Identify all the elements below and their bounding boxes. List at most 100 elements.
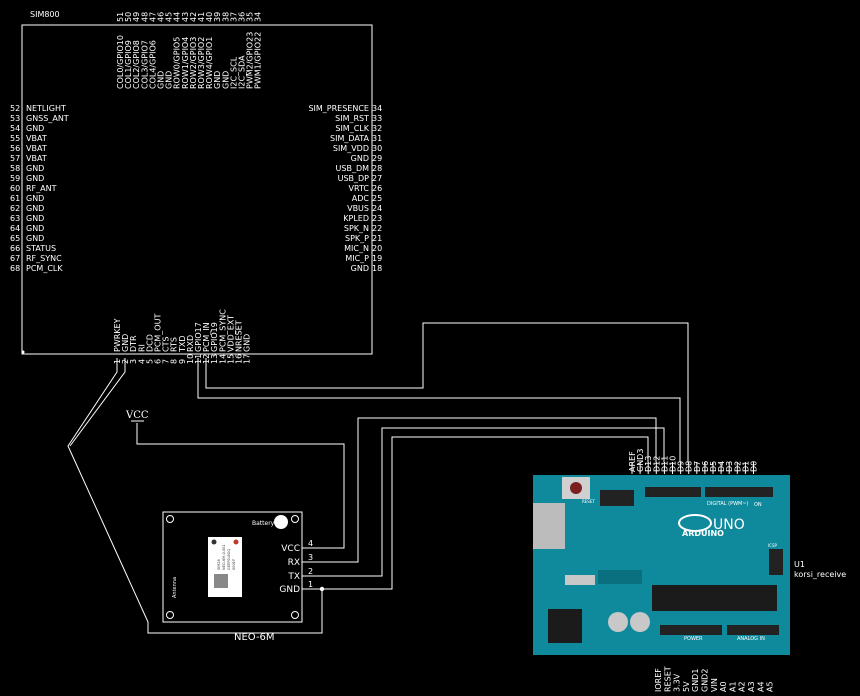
wire-gnd-b [69,358,126,447]
crystal [565,575,595,585]
sim800-bottom-pin-label: PWRKEY [113,318,122,352]
sim800-left-pin-label: GND [26,164,44,173]
sim800-left-pin-label: VBAT [26,154,47,163]
icsp-header-right [769,549,783,575]
sim800-bottom-pin-num: 15 [226,354,235,364]
sim800-bottom-pin-num: 4 [137,359,146,364]
sim800-top-pin-label: GND [221,71,230,89]
regulator-area [598,570,642,584]
sim800-bottom-pin-num: 2 [121,359,130,364]
sim800-top-pin-label: ROW1/GPIO4 [181,37,190,89]
sim800-left-pin-label: STATUS [26,244,56,253]
arduino-bottom-pin-label: GND1 [691,669,700,692]
sim800-left-pin-num: 65 [10,234,20,243]
sim800-bottom-pin-num: 3 [129,359,138,364]
arduino-top-pin-label: GND3 [636,449,645,472]
wire-neo-tx [308,427,665,577]
reset-label: RESET [582,499,595,504]
neo6m-title: NEO-6M [234,632,275,643]
on-label: ON [754,502,762,508]
sim800-left-pin-label: NETLIGHT [26,104,66,113]
wire-neo-gnd [308,436,649,590]
sim800-top-pin-num: 35 [246,12,255,22]
sim800-left-pin-label: GNSS_ANT [26,114,69,123]
sim800-left-pin-num: 59 [10,174,20,183]
sim800-top-pin-label: GND [157,71,166,89]
neo6m-pin-label: GND [279,585,300,595]
sim800-bottom-pin-num: 13 [210,354,219,364]
sim800-left-pin-label: PCM_CLK [26,264,63,273]
sim800-right-pin-label: SIM_VDD [333,144,369,153]
arduino-bottom-pin-label: A0 [719,681,728,692]
sim800-left-pin-num: 52 [10,104,20,113]
sim800-right-pin-num: 29 [372,154,382,163]
sim800-top-pin-num: 43 [181,12,190,22]
neo6m-hole-bl [166,611,174,619]
sim800-top-pin-label: PWM1/GPIO22 [254,32,263,89]
sim800-top-pin-label: ROW3/GPIO2 [197,37,206,89]
wire-sim-txd [197,358,681,462]
vcc-label: VCC [125,410,149,421]
sim800-right-pin-label: USB_DP [338,174,370,183]
arduino-bottom-pin-label: A4 [756,681,765,692]
sim800-module: SIM800 51COL0/GPIO1050COL1/GPIO949COL2/G… [10,10,382,364]
capacitor-a [608,612,628,632]
usb-connector [533,503,565,549]
sim800-bottom-pin-label: GPIO19 [210,322,219,352]
sim800-right-pin-label: SIM_PRESENCE [308,104,369,113]
arduino-ref: U1 [794,560,805,569]
sim800-title: SIM800 [30,10,60,19]
digital-header-a [645,487,701,497]
digital-label: DIGITAL (PWM~) [707,501,749,507]
sim800-top-pin-num: 39 [213,12,222,22]
sim800-bottom-pin-num: 5 [145,359,154,364]
sim800-top-pin-num: 47 [148,12,157,22]
sim800-right-pin-label: SPK_N [344,224,369,233]
sim800-top-pin-label: COL2/GPIO8 [132,40,141,89]
wire-gnd [67,358,323,634]
neo6m-outline [162,511,303,623]
sim800-right-pin-label: SPK_P [345,234,369,243]
sim800-bottom-pin-label: NRESET [235,320,244,352]
sim800-right-pin-num: 32 [372,124,382,133]
sim800-right-pin-label: SIM_DATA [330,134,369,143]
sim800-left-pin-label: GND [26,234,44,243]
sim800-right-pin-num: 21 [372,234,382,243]
sim800-left-pin-num: 55 [10,134,20,143]
sim800-left-pin-num: 62 [10,204,20,213]
sim800-bottom-pin-label: CTS [162,336,171,352]
arduino-bottom-pin-label: A5 [766,681,775,692]
neo6m-chip-line: GEEP0L8OQ [227,549,231,570]
sim800-bottom-pin-label: PCM_SYNC [218,309,227,352]
capacitor-b [630,612,650,632]
sim800-left-pin-num: 53 [10,114,20,123]
sim800-bottom-pin-label: VDD_EXT [226,315,235,352]
sim800-right-pin-label: SIM_CLK [335,124,369,133]
sim800-top-pin-num: 40 [205,12,214,22]
sim800-right-pin-label: MIC_P [345,254,369,263]
uno-logo: UNO [713,517,745,533]
sim800-bottom-pins: PWRKEY1GND2DTR3RI4DCD5PCM_OUT6CTS7RTS8TX… [113,309,252,364]
sim800-top-pin-num: 46 [157,12,166,22]
atmega-chip [652,585,777,611]
sim800-right-pin-label: SIM_RST [335,114,369,123]
reset-button-icon[interactable] [570,482,582,494]
sim800-top-pin-num: 44 [173,12,182,22]
sim800-right-pin-num: 30 [372,144,382,153]
sim800-right-pin-num: 23 [372,214,382,223]
sim800-top-pin-label: ROW2/GPIO3 [189,37,198,89]
sim800-right-pin-label: KPLED [343,214,369,223]
arduino-bottom-pin-label: A3 [747,681,756,692]
sim800-top-pin-label: ROW0/GPIO5 [173,37,182,89]
sim800-right-pin-num: 27 [372,174,382,183]
sim800-left-pin-num: 61 [10,194,20,203]
sim800-right-pin-label: VRTC [349,184,370,193]
sim800-left-pin-label: VBAT [26,144,47,153]
sim800-top-pin-num: 38 [221,12,230,22]
icsp-label: ICSP [768,543,778,548]
sim800-right-pin-num: 18 [372,264,382,273]
sim800-left-pin-num: 60 [10,184,20,193]
